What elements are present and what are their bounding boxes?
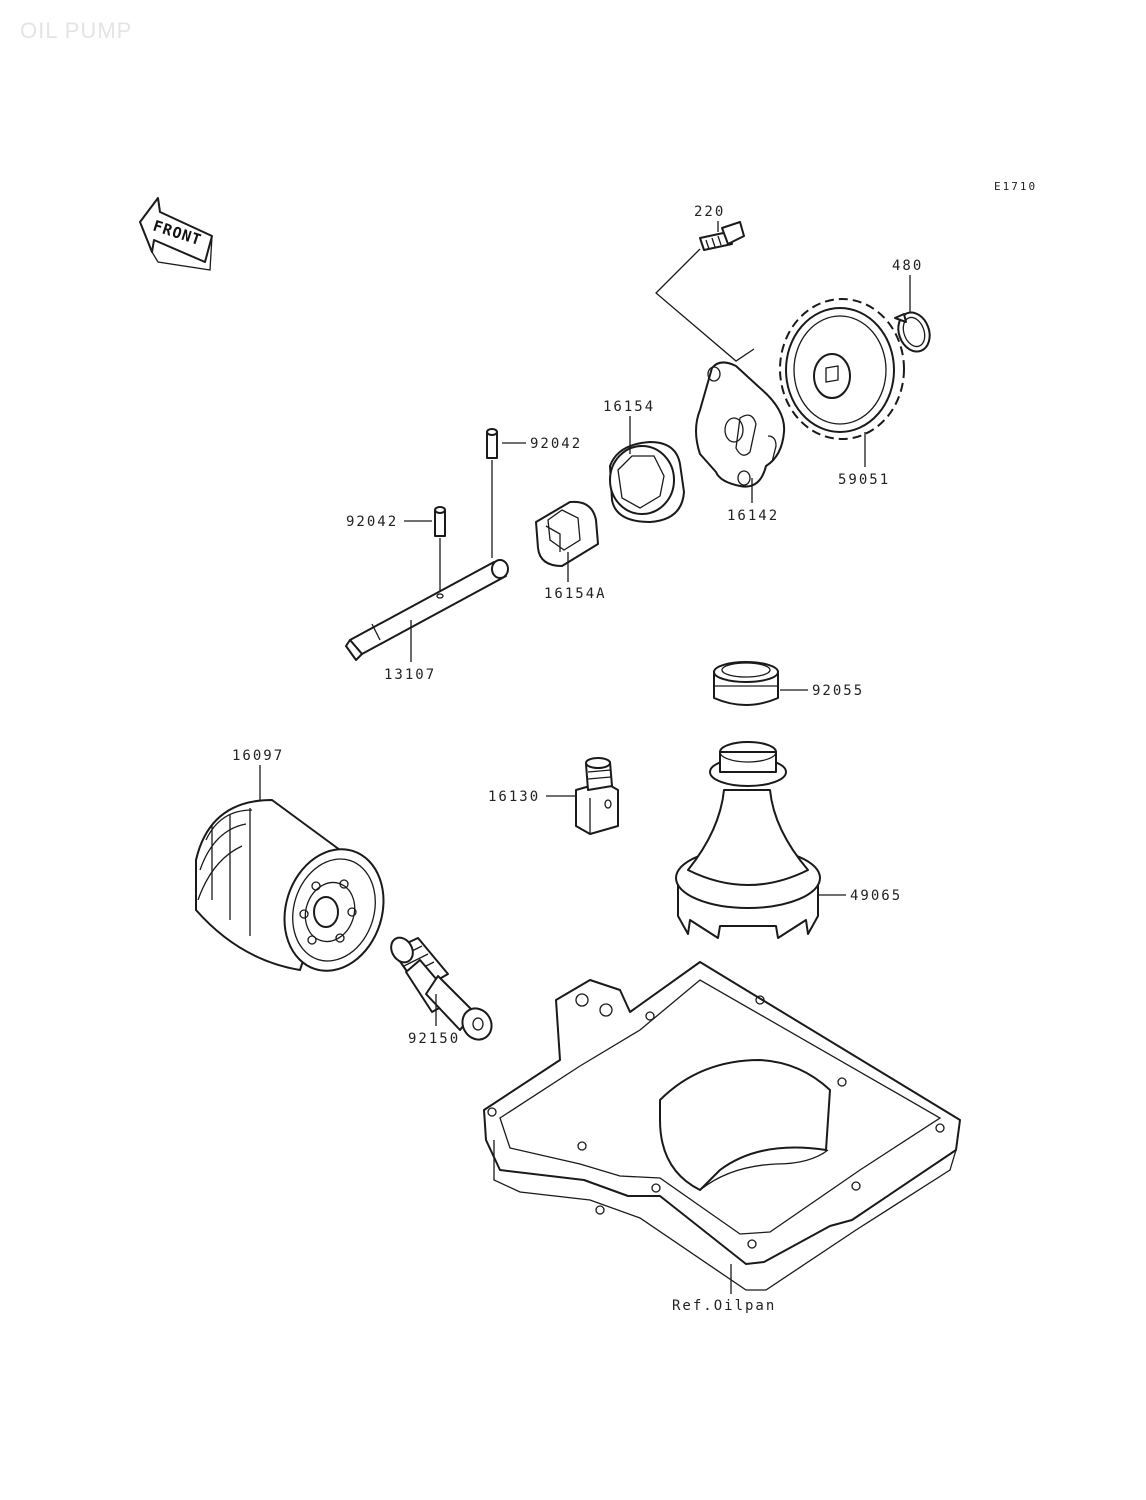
- label-92042-left: 92042: [346, 514, 398, 530]
- label-92150: 92150: [408, 1031, 460, 1047]
- label-92042-top: 92042: [530, 436, 582, 452]
- label-59051: 59051: [838, 472, 890, 488]
- pump-cover-16142-icon: [695, 361, 786, 488]
- outer-rotor-16154-icon: [609, 441, 685, 523]
- diagram-code: E1710: [994, 180, 1037, 193]
- strainer-49065-icon: [675, 741, 821, 939]
- label-49065: 49065: [850, 888, 902, 904]
- gear-59051-icon: [779, 298, 905, 440]
- label-13107: 13107: [384, 667, 436, 683]
- label-16097: 16097: [232, 748, 284, 764]
- oil-pan-icon: [483, 961, 961, 1291]
- circlip-480-icon: [894, 311, 931, 353]
- label-16130: 16130: [488, 789, 540, 805]
- label-16154: 16154: [603, 399, 655, 415]
- relief-valve-92150-icon: [390, 936, 493, 1041]
- dowel-pin-92042-left-icon: [434, 506, 446, 537]
- front-arrow-icon: FRONT: [139, 197, 213, 271]
- oil-filter-16097-icon: [195, 799, 385, 972]
- label-16142: 16142: [727, 508, 779, 524]
- dowel-pin-92042-top-icon: [486, 428, 498, 459]
- inner-rotor-16154A-icon: [535, 500, 599, 567]
- label-480: 480: [892, 258, 923, 274]
- label-16154A: 16154A: [544, 586, 607, 602]
- label-ref-oilpan: Ref.Oilpan: [672, 1298, 776, 1314]
- page-title: OIL PUMP: [20, 18, 132, 43]
- leader-220-to-16142: [655, 248, 755, 362]
- label-220: 220: [694, 204, 725, 220]
- shaft-13107-icon: [345, 559, 509, 661]
- fitting-16130-icon: [575, 757, 619, 835]
- bolt-220-icon: [699, 221, 745, 251]
- label-92055: 92055: [812, 683, 864, 699]
- seal-92055-icon: [713, 661, 779, 706]
